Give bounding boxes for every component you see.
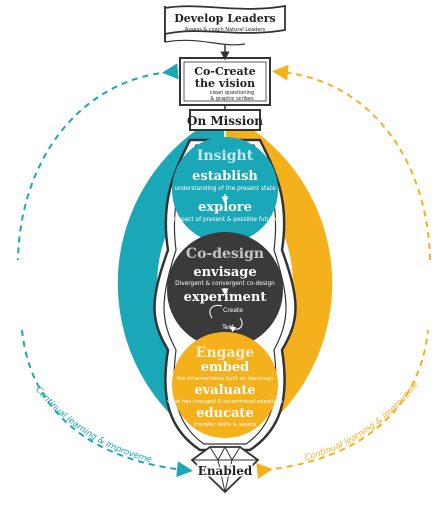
column-icon: [308, 397, 340, 421]
heads-icon: [363, 199, 394, 219]
covision-sub-1: clean questioning: [210, 90, 254, 96]
enabled-text: Enabled: [198, 464, 253, 478]
left-item-3: Team Plans: [77, 344, 118, 352]
insight-explore: explore: [198, 200, 252, 215]
internal-label: internal: [0, 0, 182, 139]
ring-dividers: [38, 229, 412, 361]
engage-circle: [172, 332, 278, 438]
left-item-2: Business Plan: [32, 270, 80, 278]
flag-subtitle: Assess & coach Natural Leaders: [185, 27, 266, 33]
insight-heading: Insight: [197, 148, 254, 164]
right-item-4: Culture: [312, 424, 340, 433]
dashed-arrow-right-top: [272, 64, 431, 261]
right-item-1: Beliefs: [355, 215, 380, 224]
internal-note: Organisational Fulfilment: [85, 125, 153, 184]
insight-establish: establish: [192, 169, 258, 184]
engage-evaluate-desc: what has changed & recommend adaptions: [167, 399, 283, 405]
engage-embed: embed: [201, 360, 249, 375]
flag-icon: [164, 4, 286, 46]
engage-embed-desc: the interventions built on learnings: [177, 376, 274, 382]
central-path-inner: [163, 144, 287, 445]
scroll-icon: [34, 259, 77, 288]
codesign-envisage: envisage: [193, 265, 256, 280]
codesign-envisage-desc: Divergent & convergent co-design: [175, 281, 275, 287]
right-item-3: Behaviours: [364, 346, 406, 355]
diamond-icon: [190, 445, 260, 494]
codesign-heading: Co-design: [186, 246, 264, 262]
flag-title: Develop Leaders: [174, 12, 276, 25]
external-note: Social impact: [319, 140, 357, 176]
engage-educate: educate: [196, 406, 253, 421]
team-circle-icon: [46, 319, 86, 358]
hand-icon: [369, 339, 409, 359]
codesign-experiment: experiment: [184, 290, 267, 305]
covision-title-1: Co-Create: [194, 65, 255, 78]
codesign-test: Test: [221, 324, 234, 331]
engage-evaluate: evaluate: [194, 383, 255, 398]
insight-establish-desc: understanding of the present state: [174, 186, 276, 192]
left-item-4: Individual objectives: [96, 412, 168, 420]
mission-text: On Mission: [187, 114, 263, 128]
dashed-arrow-right-bottom: [256, 329, 429, 479]
insight-circle: [172, 137, 278, 243]
covision-title-2: the vision: [195, 77, 255, 90]
dashed-arrow-left-top: [17, 63, 179, 261]
mission-box: [189, 109, 261, 131]
people-network-icon: [53, 218, 87, 252]
covision-box-inner: [183, 61, 267, 102]
create-test-loop: [209, 305, 243, 330]
insight-explore-desc: impact of present & possible future: [174, 217, 277, 223]
dashed-arrow-left-bottom: [21, 329, 193, 478]
left-item-1: Organisational Structure: [31, 208, 117, 216]
heart-icon: [373, 261, 411, 293]
codesign-create: Create: [223, 307, 243, 314]
engage-heading: Engage: [196, 345, 254, 361]
dart-icon: [85, 393, 127, 407]
right-item-2: Values: [380, 273, 405, 282]
covision-box: [179, 57, 271, 106]
covision-sub-2: & graphic scribes: [210, 96, 254, 102]
engage-educate-desc: transfer skills & assets: [194, 422, 256, 428]
